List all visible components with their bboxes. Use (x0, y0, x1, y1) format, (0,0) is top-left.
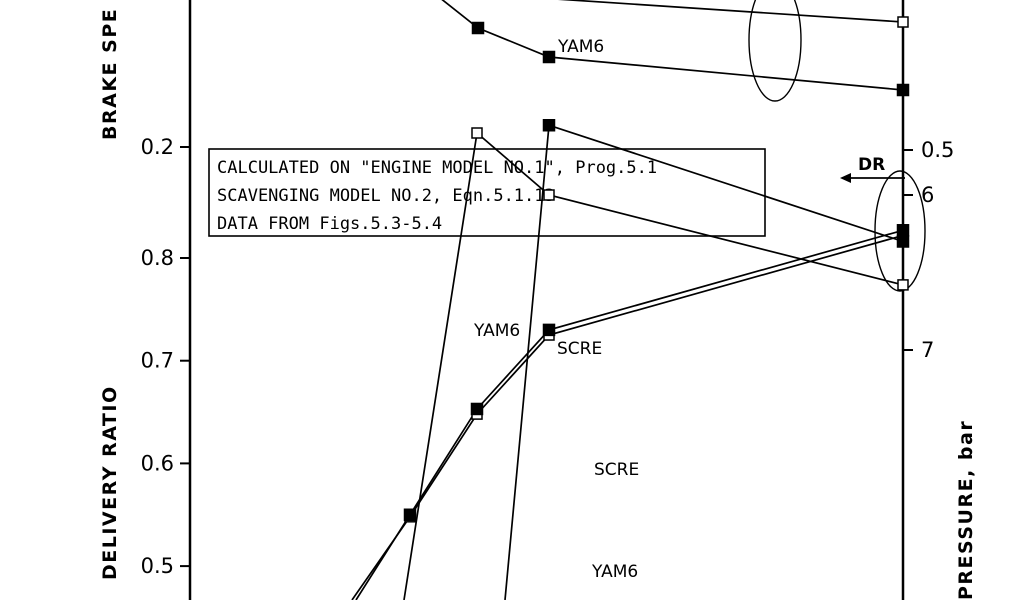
data-point-pressure-yam6 (542, 119, 556, 132)
left-axis-tick-label: 0.7 (141, 349, 174, 373)
left-axis-tick-label: 0.6 (141, 451, 174, 475)
series-label-pressure-scre: SCRE (594, 460, 639, 480)
right-axis-tick-label: 6 (921, 183, 934, 207)
data-point-pressure-yam6 (896, 235, 910, 248)
data-point-dr-yam6 (470, 402, 484, 416)
left-axis-tick-label: 0.5 (141, 554, 174, 578)
data-point-brake-yam6 (542, 50, 556, 64)
series-line-brake-open (557, 0, 904, 23)
highlight-ellipse (748, 0, 802, 102)
note-line: DATA FROM Figs.5.3-5.4 (217, 214, 442, 234)
data-point-dr-yam6 (542, 323, 556, 337)
left-axis-tick-label: 0.2 (141, 135, 174, 159)
data-point-brake-yam6 (471, 21, 485, 35)
note-line: CALCULATED ON "ENGINE MODEL NO.1", Prog.… (217, 158, 657, 178)
data-point-brake-open (897, 16, 909, 28)
data-point-pressure-scre (897, 279, 909, 291)
dr-arrow-head (840, 173, 851, 183)
series-label-dr-yam6: YAM6 (473, 321, 520, 341)
series-line-brake-yam6 (441, 0, 904, 91)
dr-indicator: DR (840, 155, 905, 183)
series-label-pressure-yam6: YAM6 (591, 562, 638, 582)
data-point-brake-yam6 (896, 83, 910, 97)
note-box-frame (208, 148, 766, 237)
data-point-pressure-scre (471, 127, 483, 139)
series-line-pressure-scre (403, 131, 904, 600)
note-line: SCAVENGING MODEL NO.2, Eqn.5.1.13 (217, 186, 555, 206)
delivery-ratio-axis-title: DELIVERY RATIO (99, 385, 121, 580)
series-line-dr-scre (351, 234, 904, 600)
series-label-brake-yam6: YAM6 (557, 37, 604, 57)
series-label-dr-scre: SCRE (557, 339, 602, 359)
data-point-dr-yam6 (896, 224, 910, 237)
highlight-ellipse (874, 170, 926, 292)
brake-axis-title: BRAKE SPE (99, 8, 121, 140)
data-point-pressure-scre (543, 189, 555, 201)
right-axis-tick-label: 0.5 (921, 138, 954, 162)
data-point-dr-yam6 (403, 508, 417, 521)
pressure-axis-title: PRESSURE, bar (955, 420, 977, 600)
right-axis-tick-label: 7 (921, 338, 934, 362)
series-line-dr-yam6 (355, 229, 904, 600)
dr-label: DR (858, 155, 885, 175)
note-box: CALCULATED ON "ENGINE MODEL NO.1", Prog.… (208, 148, 766, 237)
left-axis-tick-label: 0.8 (141, 246, 174, 270)
